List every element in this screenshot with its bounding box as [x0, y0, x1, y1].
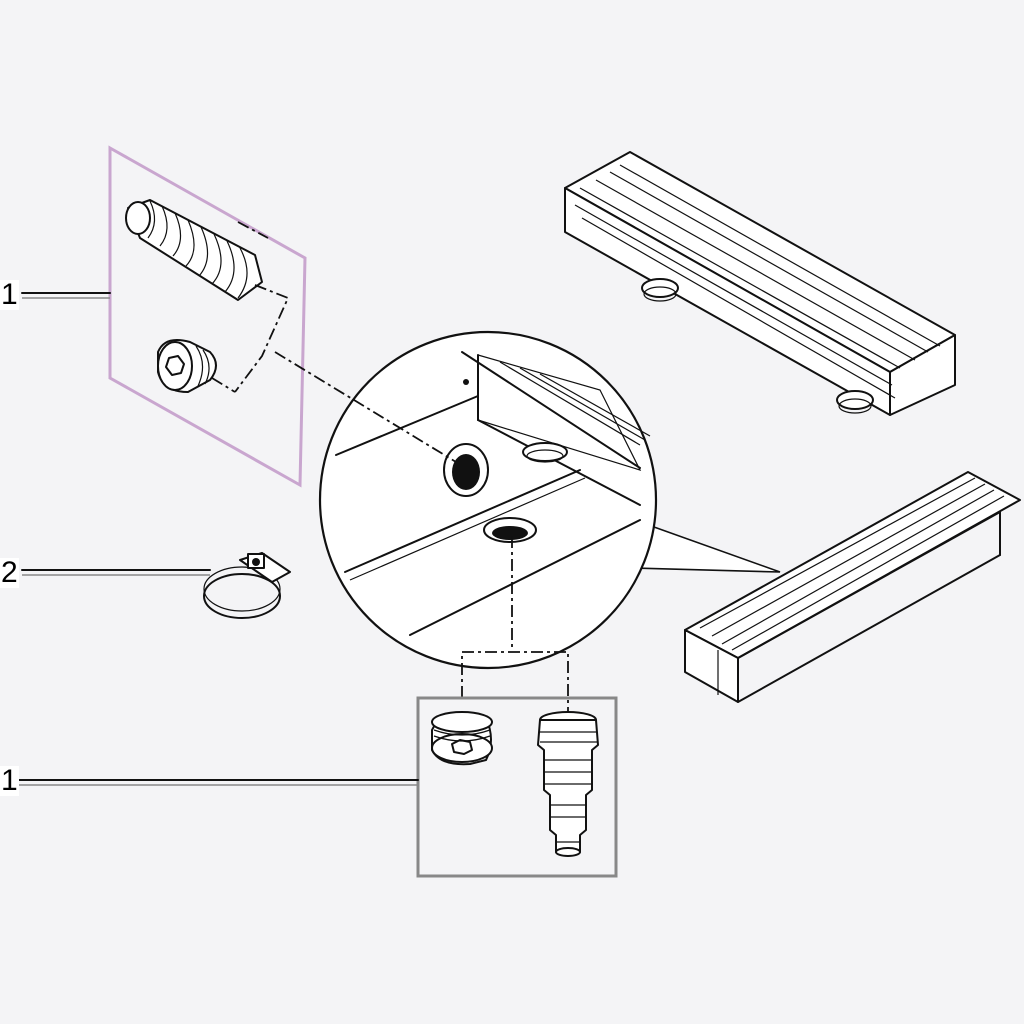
part-2-clamp — [21, 569, 211, 576]
callout-label-part-1-lower: 1 — [0, 764, 19, 797]
part-1-upper-box — [21, 145, 307, 488]
hose-clamp — [203, 552, 291, 619]
stepped-cone-adapter-upper — [125, 199, 290, 393]
stepped-cone-adapter-lower — [537, 711, 599, 857]
threaded-plug-lower — [431, 711, 493, 766]
drain-channel-upper — [564, 151, 956, 416]
callout-label-part-1-upper: 1 — [0, 278, 19, 311]
grate-profile-lower — [684, 471, 1021, 703]
callout-label-part-2: 2 — [0, 556, 19, 589]
threaded-plug-upper — [157, 339, 236, 393]
detail-magnifier — [274, 330, 781, 715]
part-1-lower-box — [9, 696, 618, 878]
